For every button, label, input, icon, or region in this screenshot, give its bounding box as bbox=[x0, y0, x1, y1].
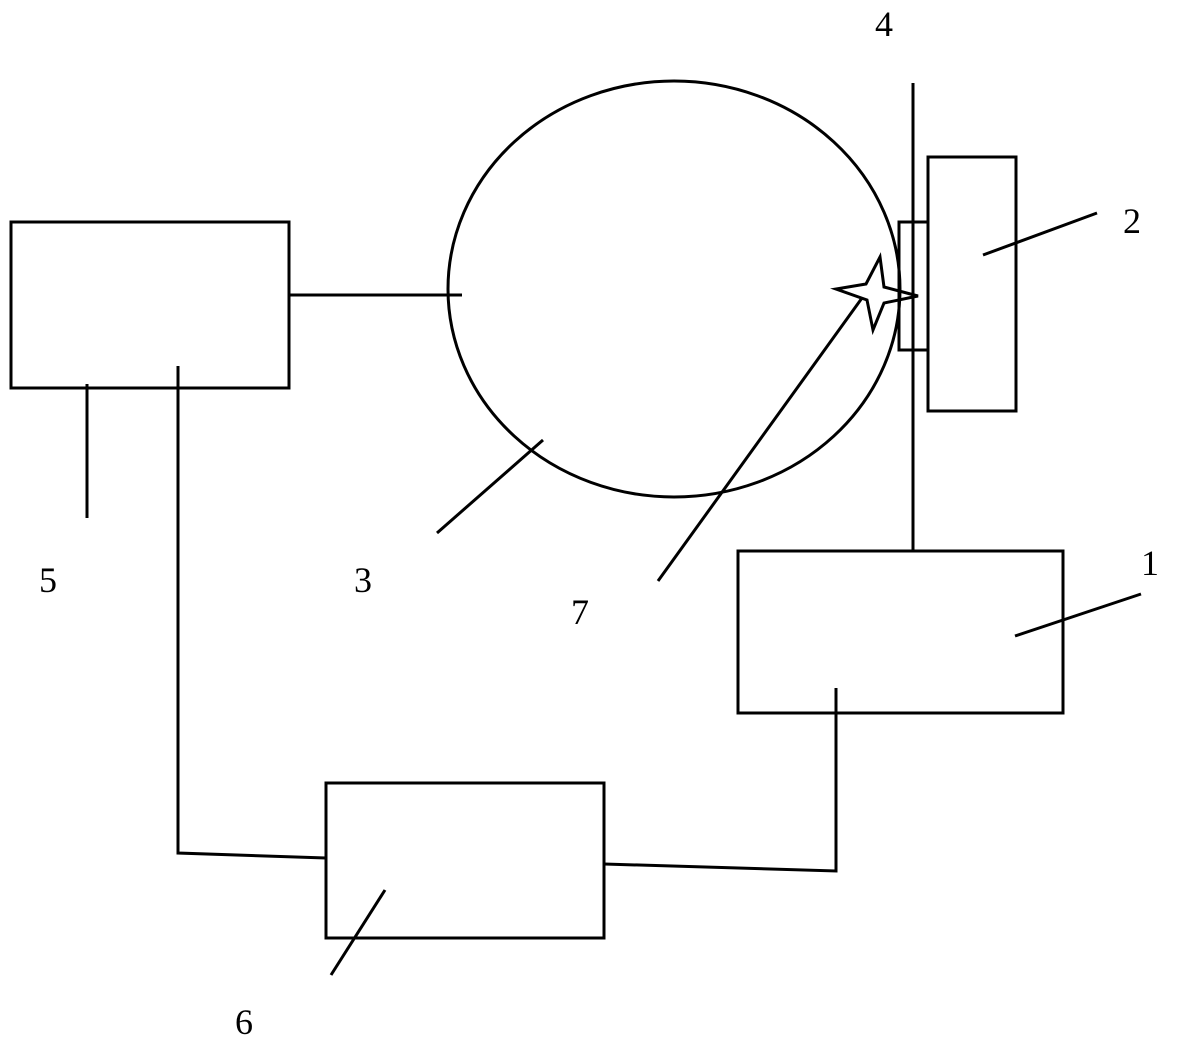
label-5: 5 bbox=[39, 560, 57, 600]
leader-line-3 bbox=[436, 438, 544, 535]
component-box-2 bbox=[926, 155, 1018, 413]
label-4: 4 bbox=[875, 4, 893, 44]
component-box-6 bbox=[324, 781, 606, 940]
label-7: 7 bbox=[571, 592, 589, 632]
label-3: 3 bbox=[354, 560, 372, 600]
component-box-1 bbox=[736, 549, 1065, 715]
label-2: 2 bbox=[1123, 201, 1141, 241]
label-6: 6 bbox=[235, 1002, 253, 1042]
leader-line-2 bbox=[982, 211, 1098, 257]
wire-6-to-1 bbox=[603, 688, 838, 873]
label-1: 1 bbox=[1141, 543, 1159, 583]
wire-5-to-6 bbox=[176, 366, 327, 860]
component-star-7 bbox=[830, 252, 919, 336]
component-box-5 bbox=[9, 220, 291, 390]
leader-line-7 bbox=[656, 297, 864, 582]
leader-line-6 bbox=[329, 889, 387, 976]
leader-line-1 bbox=[1014, 592, 1142, 638]
